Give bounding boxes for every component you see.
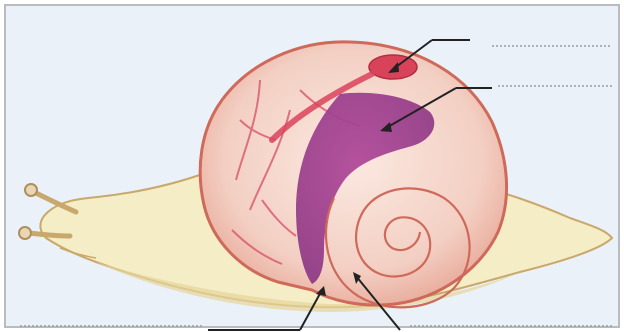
heart-region bbox=[369, 55, 417, 79]
lower-tentacle-eye bbox=[19, 227, 31, 239]
lower-tentacle bbox=[28, 233, 70, 236]
upper-tentacle-eye bbox=[25, 184, 37, 196]
